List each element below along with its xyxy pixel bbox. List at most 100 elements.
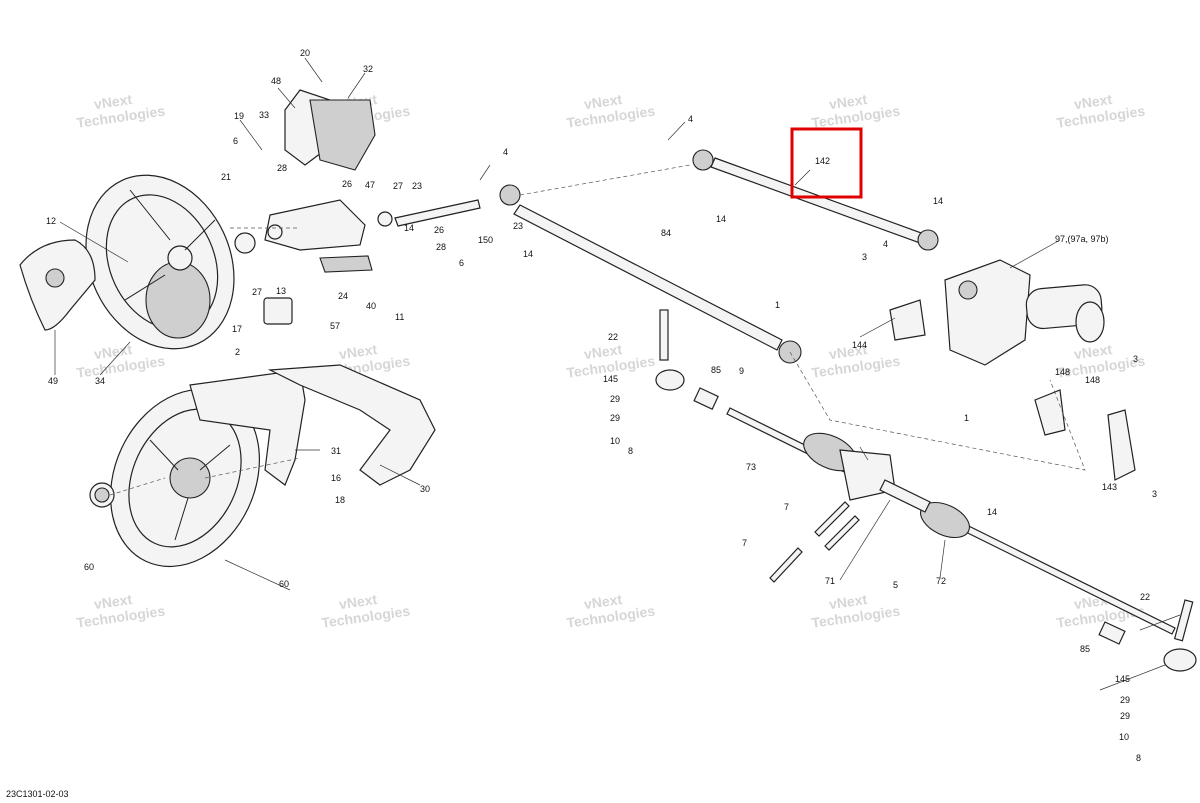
callout: 27 <box>393 181 403 191</box>
watermark: vNext Technologies <box>810 91 901 131</box>
callout: 71 <box>825 576 835 586</box>
svg-text:vNext: vNext <box>338 341 378 362</box>
callout: 16 <box>331 473 341 483</box>
callout: 57 <box>330 321 340 331</box>
tie-rod-end-left <box>655 309 719 410</box>
callout: 32 <box>363 64 373 74</box>
callout: 14 <box>933 196 943 206</box>
watermark: vNext Technologies <box>320 591 411 631</box>
callout: 7 <box>784 502 789 512</box>
callout: 23 <box>412 181 422 191</box>
callout: 7 <box>742 538 747 548</box>
callout: 5 <box>893 580 898 590</box>
callout: 1 <box>775 300 780 310</box>
callout: 4 <box>503 147 508 157</box>
rack-bolts <box>769 501 860 583</box>
svg-text:vNext: vNext <box>583 341 623 362</box>
callout: 2 <box>235 347 240 357</box>
callout: 73 <box>746 462 756 472</box>
callout: 29 <box>610 413 620 423</box>
intermediate-shaft-142 <box>692 149 939 251</box>
watermark: vNext Technologies <box>1055 91 1146 131</box>
callout: 60 <box>84 562 94 572</box>
callout: 29 <box>610 394 620 404</box>
callout: 8 <box>628 446 633 456</box>
drawing-code: 23C1301-02-03 <box>6 789 69 799</box>
watermark: vNext Technologies <box>75 591 166 631</box>
callout: 143 <box>1102 482 1117 492</box>
svg-text:vNext: vNext <box>338 591 378 612</box>
callout: 40 <box>366 301 376 311</box>
part-142-highlight[interactable]: 142 <box>790 127 863 199</box>
svg-text:vNext: vNext <box>828 591 868 612</box>
callout: 23 <box>513 221 523 231</box>
power-steering-unit <box>944 259 1105 366</box>
callout: 21 <box>221 172 231 182</box>
callout: 26 <box>434 225 444 235</box>
callout: 20 <box>300 48 310 58</box>
callout: 85 <box>711 365 721 375</box>
callout: 48 <box>271 76 281 86</box>
callout: 19 <box>234 111 244 121</box>
dashed-connectors <box>109 164 1086 496</box>
callout: 10 <box>610 436 620 446</box>
callout: 144 <box>852 340 867 350</box>
steering-hub-cap <box>89 482 115 508</box>
callout: 4 <box>688 114 693 124</box>
callout: 30 <box>420 484 430 494</box>
leader-lines <box>54 57 1181 691</box>
callout: 28 <box>436 242 446 252</box>
callout: 31 <box>331 446 341 456</box>
watermark: vNext Technologies <box>565 591 656 631</box>
callout: 3 <box>1152 489 1157 499</box>
callout: 85 <box>1080 644 1090 654</box>
callout: 1 <box>964 413 969 423</box>
callout: 49 <box>48 376 58 386</box>
steering-column-bracket <box>234 199 373 325</box>
callout: 148 <box>1055 367 1070 377</box>
callout: 47 <box>365 180 375 190</box>
svg-text:vNext: vNext <box>93 91 133 112</box>
callout: 9 <box>739 366 744 376</box>
callout: 14 <box>716 214 726 224</box>
steering-rack <box>726 407 1176 635</box>
mounting-brackets <box>889 299 1136 481</box>
callout: 6 <box>459 258 464 268</box>
callout: 60 <box>279 579 289 589</box>
callout: 29 <box>1120 695 1130 705</box>
watermark: vNext Technologies <box>75 91 166 131</box>
callout: 145 <box>603 374 618 384</box>
watermark: vNext Technologies <box>565 91 656 131</box>
callout: 3 <box>862 252 867 262</box>
callout: 14 <box>523 249 533 259</box>
callout: 145 <box>1115 674 1130 684</box>
highlight-box <box>790 127 863 199</box>
callout: 13 <box>276 286 286 296</box>
callout: 6 <box>233 136 238 146</box>
callout-labels: 20 48 32 19 33 6 28 21 26 47 27 23 12 14… <box>46 48 1157 763</box>
column-top-cover <box>284 89 376 171</box>
svg-text:vNext: vNext <box>1073 91 1113 112</box>
callout: 150 <box>478 235 493 245</box>
callout: 29 <box>1120 711 1130 721</box>
callout: 12 <box>46 216 56 226</box>
callout: 22 <box>1140 592 1150 602</box>
callout: 33 <box>259 110 269 120</box>
callout: 72 <box>936 576 946 586</box>
svg-text:vNext: vNext <box>93 341 133 362</box>
steering-wheel-lower <box>109 388 261 568</box>
watermark: vNext Technologies <box>810 591 901 631</box>
callout: 26 <box>342 179 352 189</box>
steering-wheel-upper <box>85 174 235 350</box>
intermediate-shaft-84 <box>499 184 802 364</box>
callout: 17 <box>232 324 242 334</box>
callout: 4 <box>883 239 888 249</box>
callout: 24 <box>338 291 348 301</box>
callout: 84 <box>661 228 671 238</box>
steering-shaft <box>377 199 481 227</box>
callout: 148 <box>1085 375 1100 385</box>
callout-142: 142 <box>815 156 830 166</box>
callout: 11 <box>395 312 404 322</box>
svg-text:vNext: vNext <box>583 91 623 112</box>
